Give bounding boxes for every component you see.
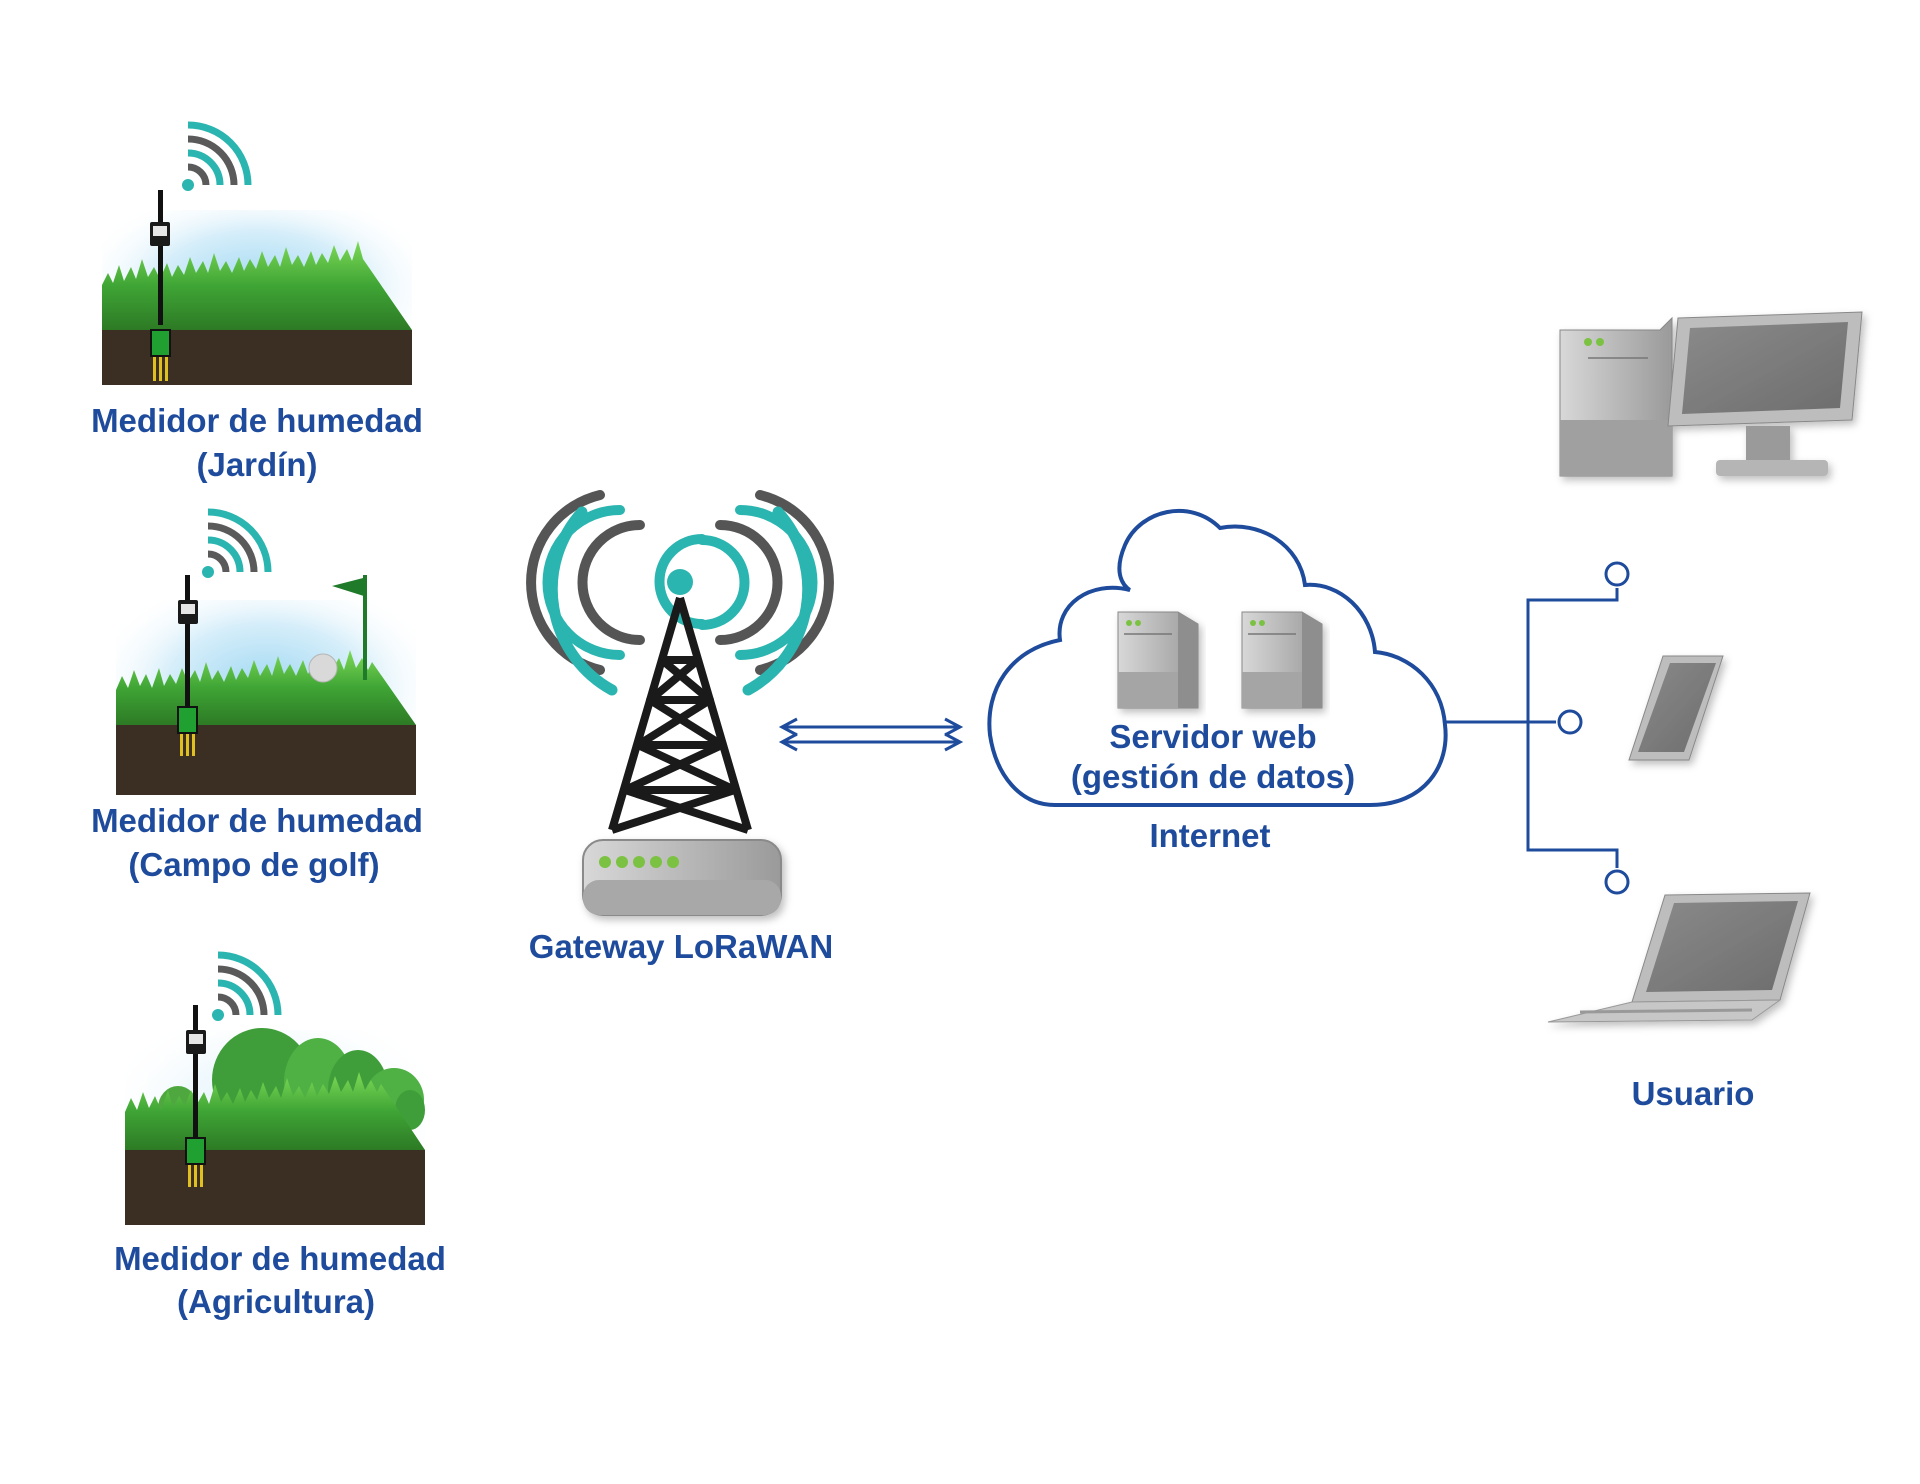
status-led-icon xyxy=(650,856,662,868)
server-icon xyxy=(1241,611,1323,709)
sensor-garden: Medidor de humedad (Jardín) xyxy=(91,121,423,483)
user-label: Usuario xyxy=(1632,1075,1755,1112)
server-icon xyxy=(1117,611,1199,709)
sensor-agriculture: Medidor de humedad (Agricultura) xyxy=(114,951,446,1320)
server-label-line2: (gestión de datos) xyxy=(1071,758,1355,795)
cloud-icon xyxy=(987,509,1448,807)
gateway-router-icon xyxy=(582,839,782,916)
soil-moisture-probe-icon xyxy=(150,190,171,381)
status-led-icon xyxy=(633,856,645,868)
golf-flag-icon xyxy=(332,575,367,680)
server-label-line1: Servidor web xyxy=(1109,718,1316,755)
grass xyxy=(125,1072,425,1150)
soil xyxy=(102,330,412,385)
arrow-head-icon xyxy=(944,732,964,752)
sensor-subtitle: (Campo de golf) xyxy=(128,846,379,883)
gateway: Gateway LoRaWAN xyxy=(526,490,834,965)
internet-cloud: Servidor web (gestión de datos) Internet xyxy=(987,509,1448,854)
laptop-icon xyxy=(1547,892,1811,1023)
arrow-head-icon xyxy=(944,717,964,737)
sensor-title: Medidor de humedad xyxy=(114,1240,446,1277)
arrow-head-icon xyxy=(778,717,798,737)
soil xyxy=(116,725,416,795)
arrow-head-icon xyxy=(778,732,798,752)
radio-tower-icon xyxy=(608,596,752,834)
status-led-icon xyxy=(667,856,679,868)
gateway-label: Gateway LoRaWAN xyxy=(529,928,833,965)
desktop-computer-icon xyxy=(1559,311,1863,477)
connection-node-icon xyxy=(1557,709,1583,735)
soil xyxy=(125,1150,425,1225)
tablet-icon xyxy=(1628,655,1724,761)
sensor-subtitle: (Agricultura) xyxy=(177,1283,375,1320)
wireless-signal-icon xyxy=(212,951,282,1021)
sensor-title: Medidor de humedad xyxy=(91,402,423,439)
sensor-title: Medidor de humedad xyxy=(91,802,423,839)
soil-moisture-probe-icon xyxy=(185,1005,206,1187)
connection-node-icon xyxy=(1604,561,1630,587)
soil-moisture-probe-icon xyxy=(177,575,198,756)
user-connection-lines xyxy=(1443,561,1630,895)
internet-label: Internet xyxy=(1149,817,1270,854)
status-led-icon xyxy=(599,856,611,868)
status-led-icon xyxy=(616,856,628,868)
golf-ball-icon xyxy=(308,653,338,683)
grass xyxy=(102,241,412,330)
connection-node-icon xyxy=(1604,869,1630,895)
sensor-subtitle: (Jardín) xyxy=(196,446,317,483)
wireless-signal-icon xyxy=(182,121,252,191)
sensor-golf: Medidor de humedad (Campo de golf) xyxy=(91,508,423,883)
wireless-signal-icon xyxy=(202,508,272,578)
gateway-status-leds xyxy=(599,856,679,868)
antenna-signal-icon xyxy=(526,490,834,696)
antenna-tip-icon xyxy=(667,569,693,595)
bidirectional-link xyxy=(778,717,964,752)
